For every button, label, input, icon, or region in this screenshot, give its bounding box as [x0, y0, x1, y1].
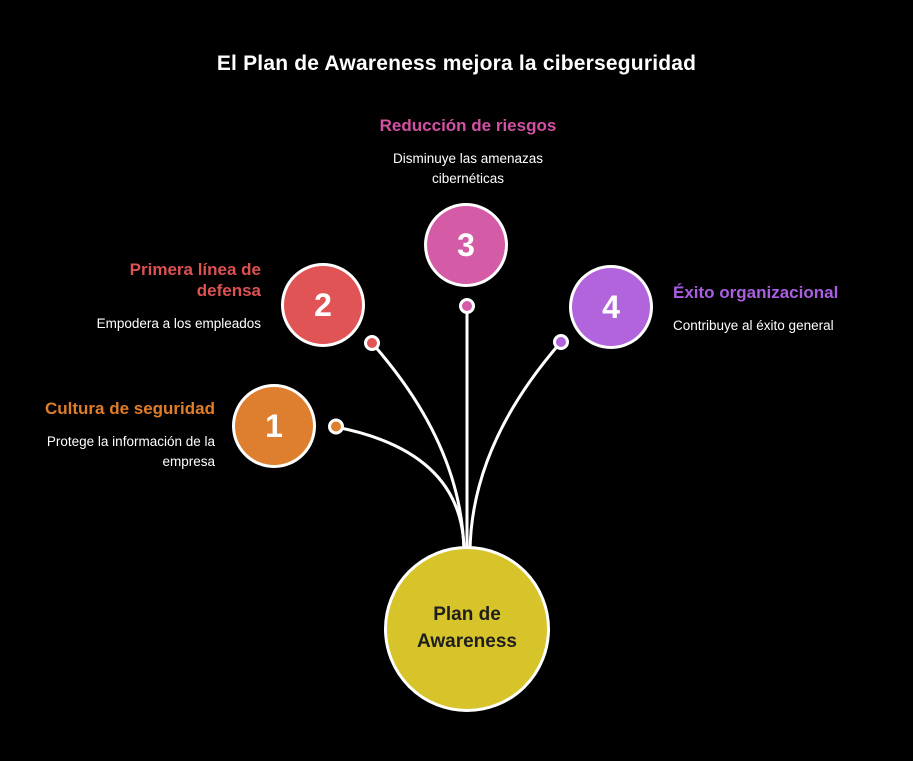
- node-2-circle: 2: [281, 263, 365, 347]
- node-3-number: 3: [457, 226, 475, 263]
- node-4-heading: Éxito organizacional: [673, 283, 839, 302]
- dot-node-2: [364, 335, 380, 351]
- node-4-text: Éxito organizacional Contribuye al éxito…: [673, 282, 913, 336]
- node-2-description: Empodera a los empleados: [96, 316, 261, 331]
- node-3-description: Disminuye las amenazas cibernéticas: [392, 151, 544, 186]
- node-3-heading: Reducción de riesgos: [379, 116, 557, 135]
- connector-node-4: [468, 340, 563, 554]
- node-2-text: Primera línea de defensa Empodera a los …: [61, 259, 261, 334]
- dot-node-1: [328, 418, 344, 435]
- node-4-circle: 4: [569, 265, 653, 349]
- node-1-number: 1: [265, 407, 283, 444]
- center-label: Plan de Awareness: [417, 604, 517, 652]
- dot-node-4: [553, 334, 569, 350]
- center-circle: Plan de Awareness: [384, 546, 550, 712]
- node-4-number: 4: [602, 288, 620, 325]
- connector-node-2: [370, 341, 466, 554]
- connector-node-1: [334, 425, 466, 554]
- node-1-description: Protege la información de la empresa: [46, 434, 215, 469]
- node-3-circle: 3: [424, 203, 508, 287]
- node-1-heading: Cultura de seguridad: [44, 399, 215, 418]
- node-4-description: Contribuye al éxito general: [673, 318, 834, 333]
- dot-node-3: [459, 298, 475, 314]
- node-1-circle: 1: [232, 384, 316, 468]
- node-2-number: 2: [314, 286, 332, 323]
- node-1-text: Cultura de seguridad Protege la informac…: [15, 398, 215, 472]
- node-2-heading: Primera línea de defensa: [129, 260, 261, 300]
- node-3-text: Reducción de riesgos Disminuye las amena…: [318, 115, 618, 189]
- page-title: El Plan de Awareness mejora la cibersegu…: [216, 52, 697, 75]
